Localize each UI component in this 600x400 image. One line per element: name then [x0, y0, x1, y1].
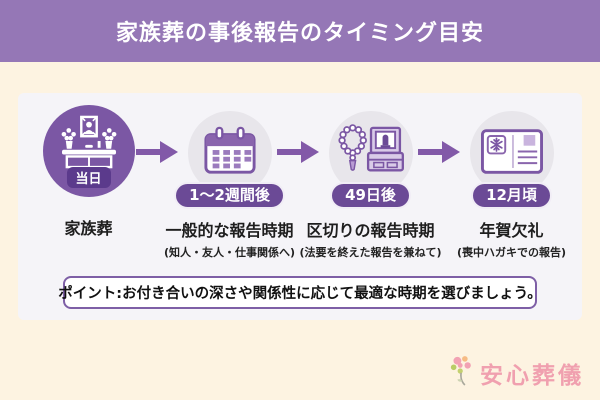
step-time-badge: 1〜2週間後 — [174, 182, 285, 209]
calendar-icon — [203, 126, 257, 180]
brand-logo: 安心葬儀 — [449, 353, 584, 393]
flower-bouquet-icon — [449, 353, 477, 393]
step-general-report: 1〜2週間後 一般的な報告時期 (知人・友人・仕事関係へ) — [159, 93, 300, 260]
step-circle-memorial — [328, 111, 413, 195]
step-circle-postcard — [469, 111, 554, 195]
step-time-badge: 49日後 — [330, 182, 411, 209]
snowflake-icon — [489, 137, 503, 152]
step-family-funeral: 当日 家族葬 — [18, 93, 159, 260]
step-label: 家族葬 — [64, 219, 113, 238]
timeline-card: 当日 家族葬 — [18, 93, 582, 320]
timeline-steps: 当日 家族葬 — [18, 93, 582, 260]
step-subtext: (喪中ハガキでの報告) — [456, 246, 567, 259]
brand-logo-text: 安心葬儀 — [480, 363, 584, 389]
arrow-right-icon — [136, 141, 178, 167]
step-label: 区切りの報告時期 — [306, 221, 435, 240]
header-banner: 家族葬の事後報告のタイミング目安 — [0, 0, 600, 62]
arrow-right-icon — [277, 141, 319, 167]
juzu-beads-altar-icon — [337, 124, 404, 182]
step-new-year-abstention: 12月頃 年賀欠礼 (喪中ハガキでの報告) — [441, 93, 582, 260]
page-title: 家族葬の事後報告のタイミング目安 — [115, 21, 484, 46]
step-time-badge: 当日 — [66, 167, 111, 188]
point-box: ポイント:お付き合いの深さや関係性に応じて最適な時期を選びましょう。 — [58, 276, 542, 309]
mourning-postcard-icon — [480, 128, 543, 178]
step-circle-calendar — [187, 111, 272, 195]
step-label: 一般的な報告時期 — [165, 221, 294, 240]
arrow-right-icon — [418, 141, 460, 167]
point-text: ポイント:お付き合いの深さや関係性に応じて最適な時期を選びましょう。 — [58, 286, 542, 302]
step-time-badge: 12月頃 — [471, 182, 552, 209]
step-subtext: (法要を終えた報告を兼ねて) — [299, 246, 442, 259]
step-milestone-report: 49日後 区切りの報告時期 (法要を終えた報告を兼ねて) — [299, 93, 442, 260]
step-subtext: (知人・友人・仕事関係へ) — [163, 246, 296, 259]
step-label: 年賀欠礼 — [479, 221, 544, 240]
step-circle-funeral: 当日 — [42, 105, 135, 197]
funeral-altar-icon — [58, 115, 120, 173]
